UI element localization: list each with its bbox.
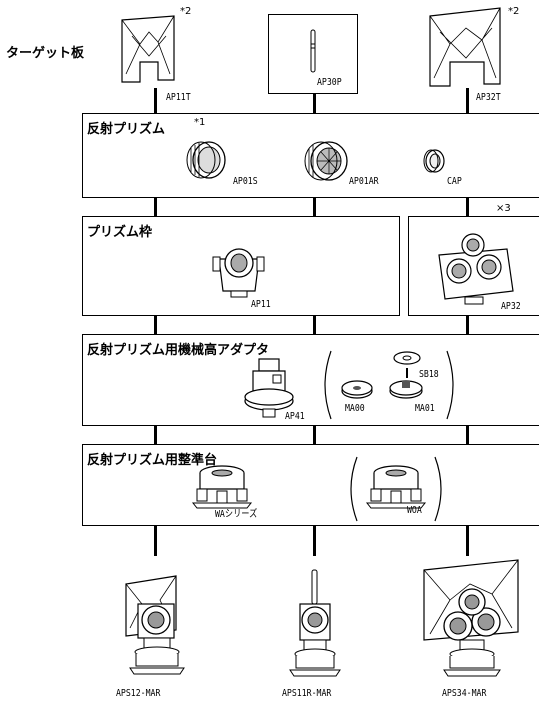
model-ap01ar: AP01AR: [349, 176, 379, 187]
adapter-section-title: 反射プリズム用機械高アダプタ: [87, 343, 270, 358]
connector: [466, 426, 469, 444]
target-note-left: *2: [180, 6, 192, 17]
holder-ap32-icon: [438, 233, 514, 305]
holder-ap32-section: AP32: [408, 216, 539, 316]
target-plate-ap32t-image: [429, 7, 501, 87]
prism-ap01ar-icon: [304, 141, 348, 181]
adapter-sb18-icon: [393, 351, 421, 365]
model-ma01: MA01: [415, 403, 435, 414]
adapter-options-bracket: [324, 350, 454, 420]
connector: [313, 426, 316, 444]
holder-section: プリズム枠 AP11: [82, 216, 400, 316]
adapter-ma01-icon: [389, 380, 423, 399]
pole-target-icon: [310, 29, 316, 73]
connector: [154, 526, 157, 556]
assembly-aps11r-mar-image: [289, 569, 341, 677]
connector: [466, 526, 469, 556]
tribrach-section-title: 反射プリズム用整準台: [87, 453, 218, 468]
tribrach-section: 反射プリズム用整準台 WAシリーズ WOA: [82, 444, 539, 526]
holder-note: ×3: [496, 203, 511, 214]
tribrach-woa-icon: [365, 465, 427, 509]
connector: [313, 526, 316, 556]
model-ap30p: AP30P: [317, 77, 342, 88]
model-cap: CAP: [447, 176, 462, 187]
connector: [154, 316, 157, 334]
tribrach-wa-icon: [191, 465, 253, 509]
model-ap32: AP32: [501, 301, 521, 312]
target-plate-title: ターゲット板: [6, 46, 85, 61]
adapter-section: 反射プリズム用機械高アダプタ AP41 SB18 MA00 MA01: [82, 334, 539, 426]
model-ma00: MA00: [345, 403, 365, 414]
connector: [313, 316, 316, 334]
assembly-aps34-mar-image: [423, 559, 519, 677]
connector: [466, 88, 469, 113]
connector: [154, 198, 157, 216]
assembly-aps12-mar-image: [125, 575, 185, 675]
model-ap11t: AP11T: [166, 92, 191, 103]
target-note-right: *2: [508, 6, 520, 17]
holder-ap11-icon: [212, 248, 265, 298]
model-wa-series: WAシリーズ: [215, 509, 258, 520]
adapter-ma00-icon: [341, 380, 373, 399]
tribrach-options-bracket: [350, 456, 442, 522]
model-aps34-mar: APS34-MAR: [442, 688, 487, 699]
connector: [154, 426, 157, 444]
model-aps12-mar: APS12-MAR: [116, 688, 161, 699]
model-aps11r-mar: APS11R-MAR: [282, 688, 332, 699]
prism-cap-icon: [423, 149, 445, 173]
model-woa: WOA: [407, 505, 422, 516]
model-ap11: AP11: [251, 299, 271, 310]
connector: [313, 198, 316, 216]
model-sb18: SB18: [419, 369, 439, 380]
model-ap41: AP41: [285, 411, 305, 422]
connector: [466, 198, 469, 216]
holder-section-title: プリズム枠: [87, 225, 153, 240]
prism-section: 反射プリズム *1 AP01S AP01AR CAP: [82, 113, 539, 198]
connector: [154, 88, 157, 113]
prism-section-title: 反射プリズム: [87, 122, 166, 137]
connector: [406, 368, 408, 378]
prism-ap01s-icon: [186, 141, 226, 179]
target-plate-ap11t-image: [121, 15, 175, 83]
adapter-ap41-icon: [244, 358, 294, 418]
model-ap32t: AP32T: [476, 92, 501, 103]
connector: [313, 94, 316, 113]
connector: [466, 316, 469, 334]
prism-note: *1: [194, 117, 206, 128]
model-ap01s: AP01S: [233, 176, 258, 187]
